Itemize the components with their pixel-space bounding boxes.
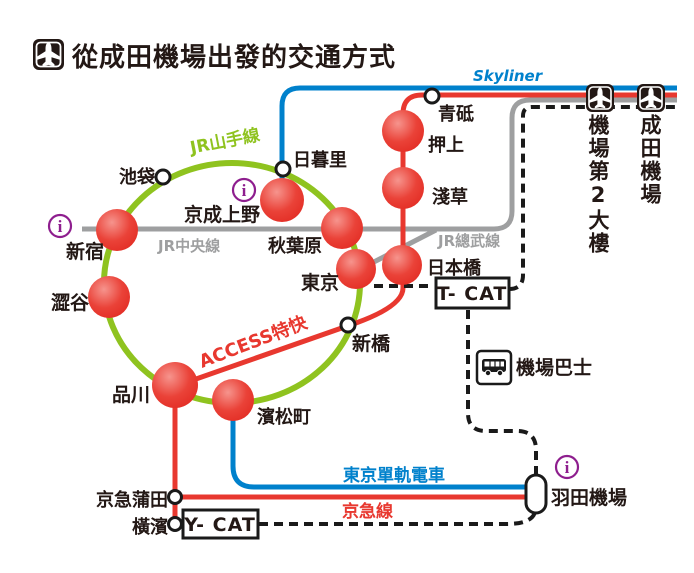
station-dot-shimbashi [339, 316, 357, 334]
airplane-icon-narita [637, 84, 665, 112]
station-dot-hamamatsucho [212, 379, 254, 421]
station-dot-oshiage [382, 110, 424, 152]
label-akihabara: 秋葉原 [268, 235, 322, 257]
label-yamanote-line: JR山手線 [187, 124, 261, 158]
ycat-label: Y- CAT [183, 514, 256, 536]
svg-text:i: i [58, 217, 63, 236]
label-keisei-ueno: 京成上野 [184, 203, 260, 226]
label-yokohama: 橫濱 [132, 516, 168, 538]
airport-bus-icon [475, 349, 513, 386]
label-shinagawa: 品川 [112, 384, 150, 406]
station-dot-nihombashi [382, 245, 422, 285]
tcat-label: T- CAT [437, 283, 508, 305]
jr-chuo-sobu-line [82, 97, 677, 232]
label-nippori: 日暮里 [293, 150, 347, 171]
label-chuo-line: JR中央線 [157, 237, 220, 255]
label-narita-terminal2: 機場第2大樓 [586, 114, 610, 255]
svg-text:i: i [565, 458, 570, 477]
page-title: 從成田機場出發的交通方式 [71, 42, 396, 73]
label-access-express-line: ACCESS特快 [196, 311, 311, 373]
station-dot-keikyu-kamata [167, 489, 183, 505]
label-shinjuku: 新宿 [66, 240, 104, 263]
label-asakusa: 淺草 [432, 186, 468, 208]
info-icon-haneda: i [554, 454, 580, 480]
svg-text:i: i [242, 181, 247, 200]
station-dot-shinagawa [152, 362, 198, 408]
dashed-tcat-haneda [466, 310, 538, 474]
tcat-box [434, 276, 511, 310]
label-shimbashi: 新橋 [352, 332, 391, 355]
station-dot-asakusa [382, 167, 424, 209]
label-aoto: 青砥 [438, 103, 474, 125]
title-airplane-icon [33, 39, 64, 70]
station-dot-keisei-ueno [260, 178, 304, 222]
label-skyliner-line: Skyliner [473, 67, 544, 85]
label-keikyu-line: 京急線 [342, 501, 393, 522]
label-narita-airport: 成田機場 [638, 114, 662, 206]
station-dot-nippori [274, 160, 292, 178]
label-nihombashi: 日本橋 [427, 257, 482, 279]
station-dot-aoto [423, 87, 441, 105]
station-dot-shibuya [88, 276, 130, 318]
dashed-ycat-haneda [259, 511, 537, 526]
access-express-line [175, 92, 677, 389]
label-hamamatsucho: 濱松町 [257, 406, 311, 428]
label-keikyu-kamata: 京急蒲田 [96, 489, 168, 511]
label-oshiage: 押上 [428, 134, 464, 156]
info-icon-shinjuku: i [47, 213, 73, 239]
label-shibuya: 澀谷 [51, 292, 90, 314]
dashed-tcat-narita [508, 105, 677, 291]
station-dot-shinjuku [96, 209, 138, 251]
station-dot-akihabara [321, 207, 363, 249]
info-icon-keisei-ueno: i [231, 177, 257, 203]
station-dot-ikebukuro [154, 168, 172, 186]
airplane-icon-terminal2 [586, 84, 614, 112]
label-monorail-line: 東京單軌電車 [343, 465, 445, 486]
monorail-line [230, 401, 529, 490]
label-haneda-airport: 羽田機場 [551, 486, 627, 509]
station-dot-yokohama [167, 516, 183, 532]
label-tokyo: 東京 [301, 271, 339, 294]
label-ikebukuro: 池袋 [119, 166, 156, 188]
label-sobu-line: JR總武線 [437, 232, 500, 250]
haneda-station-marker [524, 473, 548, 515]
skyliner-line [279, 85, 677, 202]
airport-bus-label: 機場巴士 [516, 356, 592, 379]
station-dot-tokyo [336, 249, 376, 289]
